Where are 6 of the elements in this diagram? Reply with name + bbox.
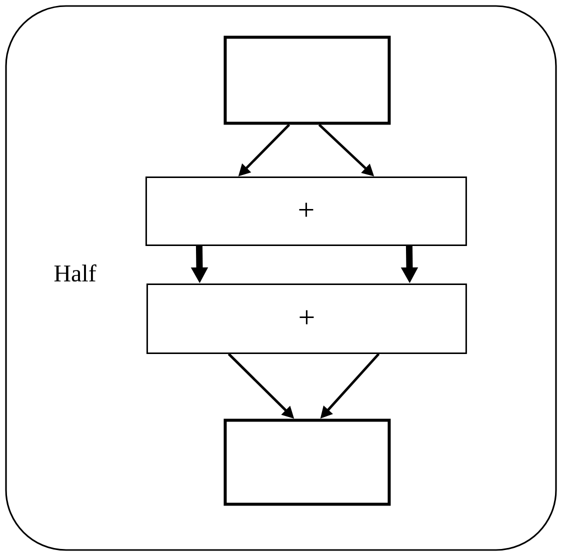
frame	[5, 5, 557, 551]
process-box: +	[146, 283, 467, 354]
empty-box	[224, 36, 391, 125]
empty-box	[224, 418, 391, 506]
process-box: +	[145, 176, 467, 246]
side-label: Half	[54, 264, 96, 282]
